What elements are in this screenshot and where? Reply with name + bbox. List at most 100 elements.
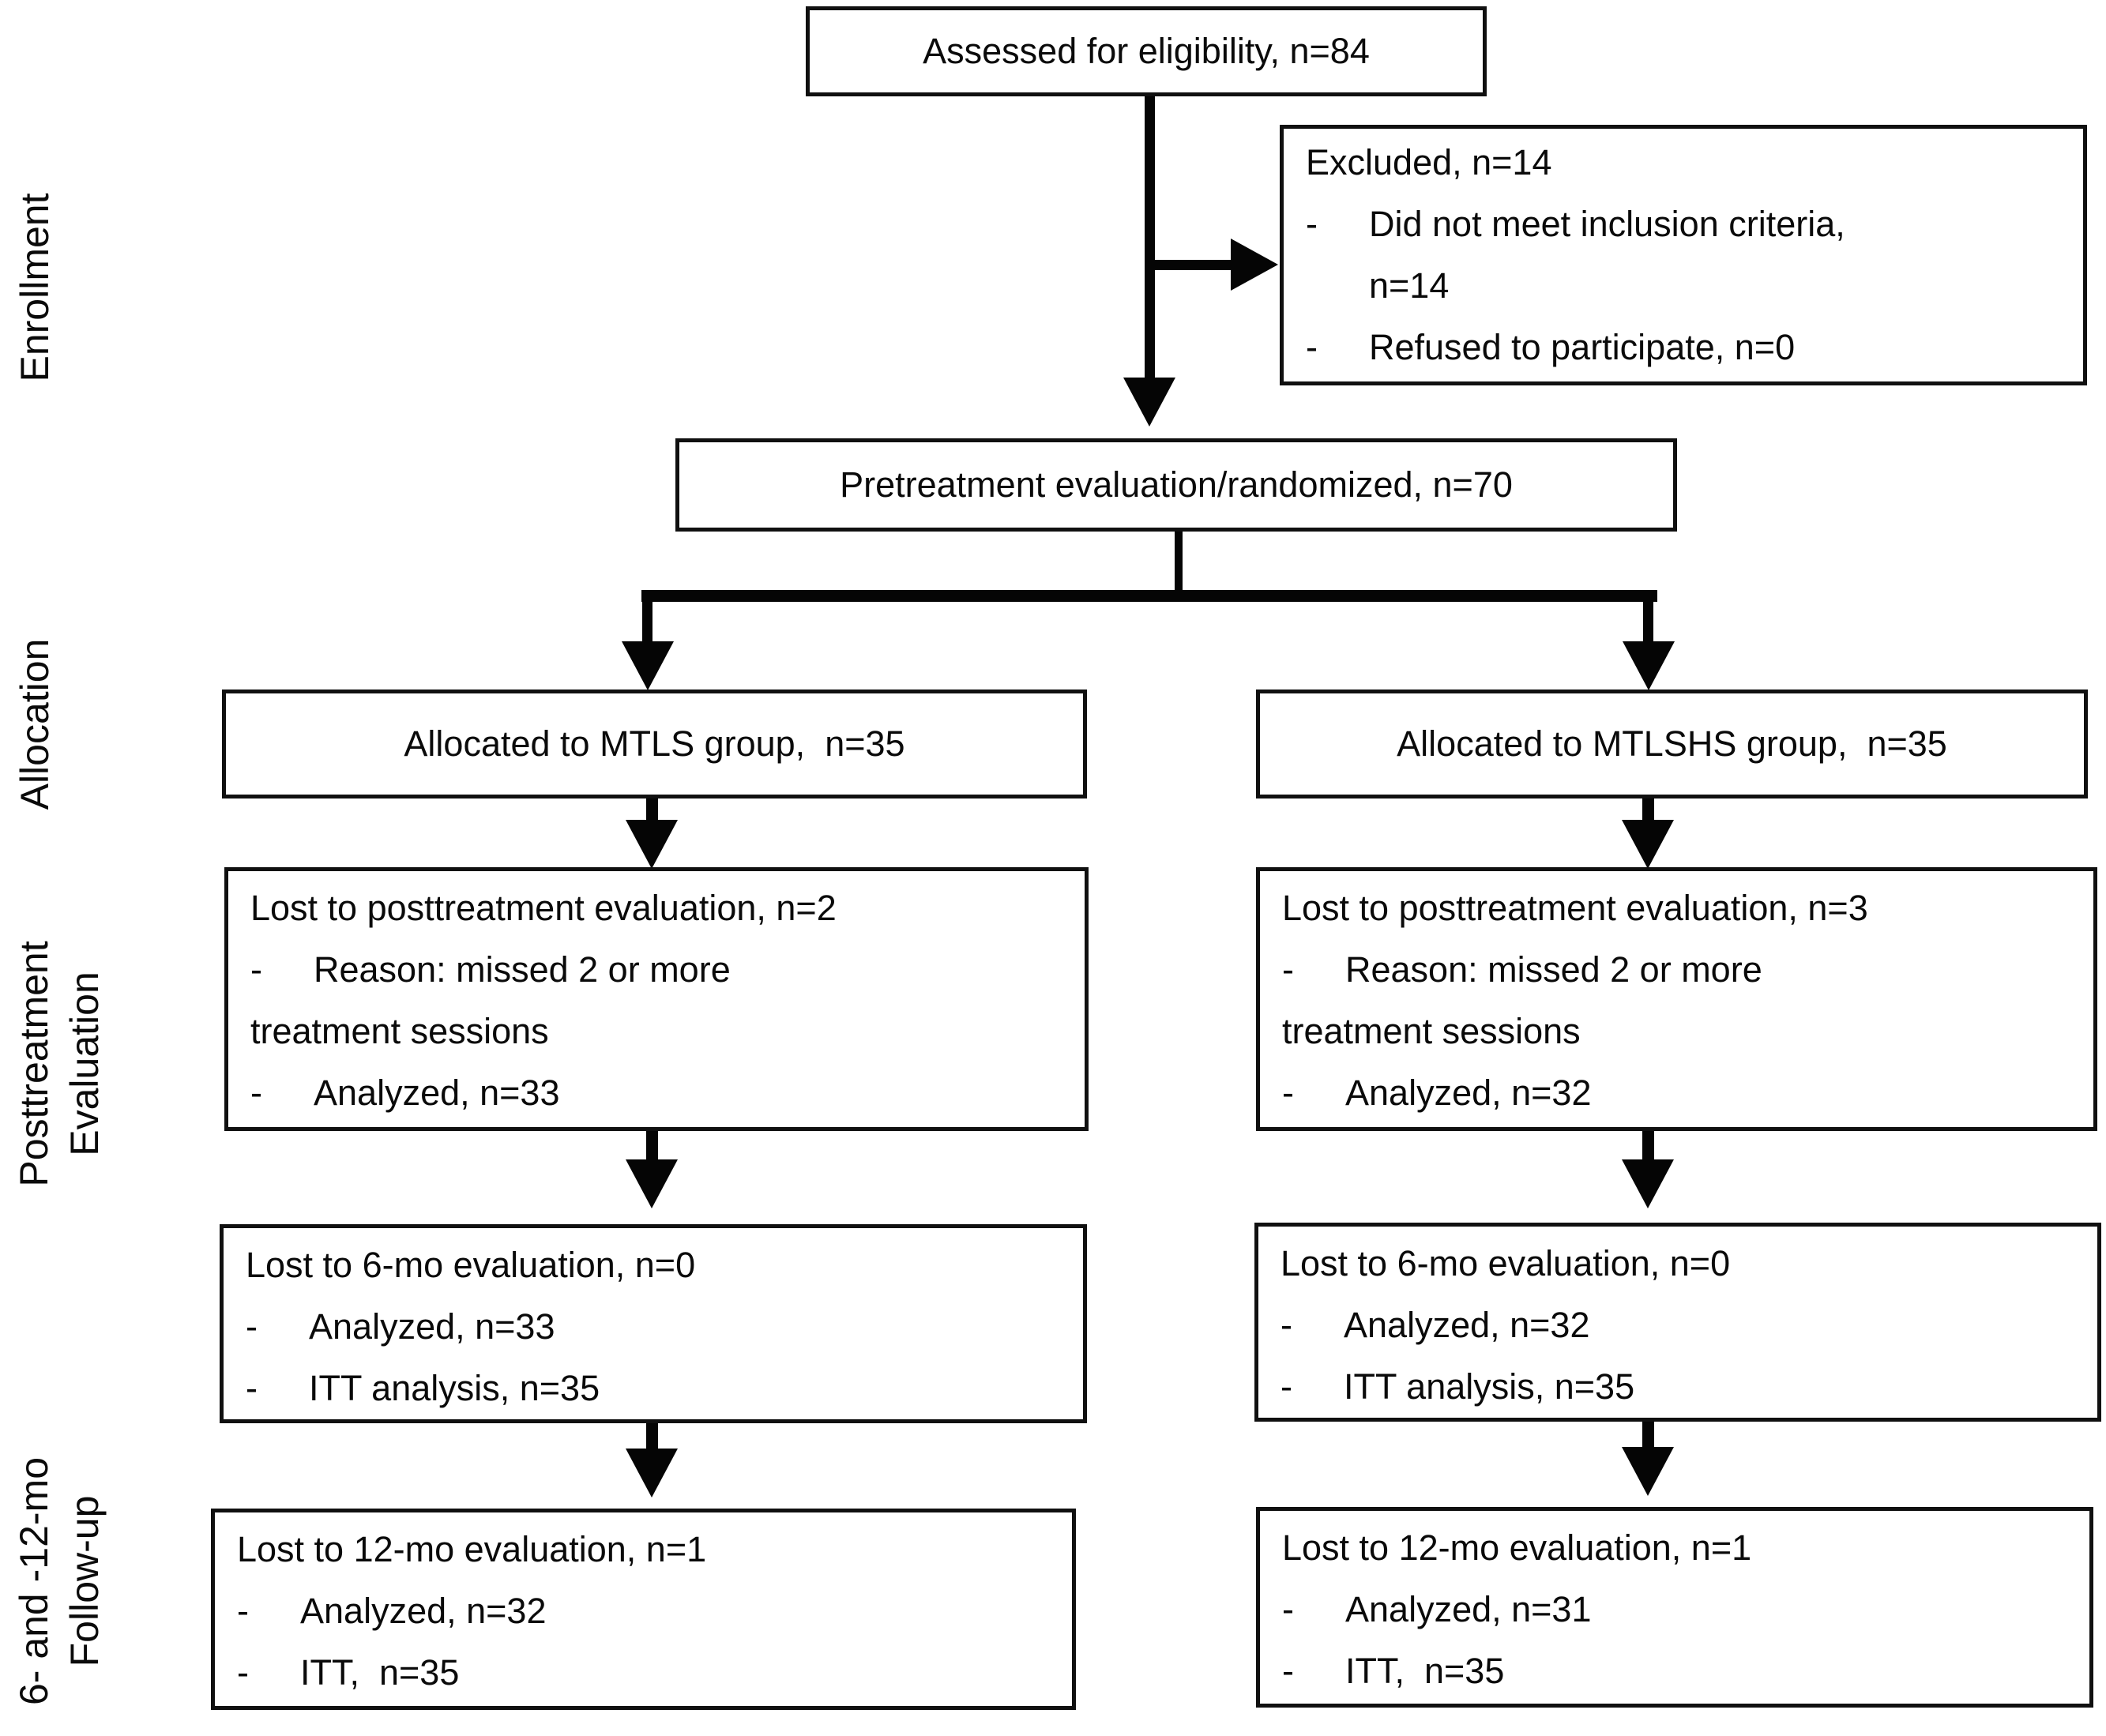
box-line: treatment sessions: [1282, 1001, 2079, 1062]
box-line: - ITT analysis, n=35: [246, 1358, 1069, 1419]
box-text: Allocated to MTLSHS group, n=35: [1397, 723, 1947, 764]
bullet-dash: -: [1282, 1073, 1294, 1113]
stage-label-text: Evaluation: [62, 971, 107, 1156]
box-line: - ITT, n=35: [1282, 1640, 2075, 1702]
arrow-to-mtls-allocation-stem: [642, 590, 652, 647]
box-line: Lost to posttreatment evaluation, n=3: [1282, 877, 2079, 939]
6mo-mtlshs-box: Lost to 6-mo evaluation, n=0 - Analyzed, …: [1254, 1223, 2101, 1422]
stage-label-text: 6- and -12-mo: [12, 1456, 56, 1706]
stage-label-enrollment: Enrollment: [9, 66, 60, 509]
pretreatment-randomized-box: Pretreatment evaluation/randomized, n=70: [675, 438, 1677, 532]
box-line: - Reason: missed 2 or more: [250, 939, 1070, 1001]
line-text: Lost to posttreatment evaluation, n=3: [1282, 888, 1868, 928]
line-text: Analyzed, n=32: [1345, 1073, 1592, 1113]
stage-label-posttreatment-evaluation: Posttreatment Evaluation: [9, 811, 110, 1317]
bullet-dash: -: [1282, 949, 1294, 990]
box-line: - Analyzed, n=31: [1282, 1579, 2075, 1640]
12mo-mtlshs-box: Lost to 12-mo evaluation, n=1 - Analyzed,…: [1256, 1507, 2093, 1708]
box-text: Assessed for eligibility, n=84: [923, 31, 1370, 71]
bullet-dash: -: [1306, 204, 1318, 244]
box-line: Lost to posttreatment evaluation, n=2: [250, 877, 1070, 939]
posttreatment-mtls-box: Lost to posttreatment evaluation, n=2 - R…: [224, 867, 1089, 1131]
arrow-mtlshs-6mo-to-12mo-head: [1622, 1447, 1674, 1496]
box-line: - Did not meet inclusion criteria,: [1306, 194, 2069, 255]
arrow-assessed-to-pretreatment-head: [1123, 378, 1175, 426]
arrow-mtls-6mo-to-12mo-stem: [646, 1423, 658, 1452]
arrow-to-excluded-head: [1231, 239, 1278, 291]
bullet-dash: -: [246, 1306, 258, 1347]
line-text: ITT analysis, n=35: [1344, 1366, 1635, 1407]
arrow-assessed-to-pretreatment-stem: [1145, 95, 1155, 379]
bullet-dash: -: [237, 1652, 249, 1693]
box-line: Lost to 6-mo evaluation, n=0: [1281, 1233, 2083, 1294]
bullet-dash: -: [1282, 1651, 1294, 1691]
arrow-mtlshs-6mo-to-12mo-stem: [1642, 1422, 1654, 1450]
box-line: - Analyzed, n=32: [1281, 1294, 2083, 1356]
line-text: Excluded, n=14: [1306, 142, 1552, 182]
bullet-dash: -: [246, 1368, 258, 1408]
arrow-mtlshs-alloc-to-post-stem: [1642, 798, 1654, 824]
arrow-mtlshs-post-to-6mo-head: [1622, 1159, 1674, 1208]
box-line: - Analyzed, n=33: [246, 1296, 1069, 1358]
bullet-dash: -: [1281, 1366, 1292, 1407]
box-line: - ITT, n=35: [237, 1642, 1058, 1704]
arrow-mtls-post-to-6mo-stem: [646, 1131, 658, 1163]
allocated-mtlshs-box: Allocated to MTLSHS group, n=35: [1256, 690, 2088, 798]
stage-label-text: Posttreatment: [12, 941, 56, 1187]
arrow-mtlshs-post-to-6mo-stem: [1642, 1131, 1654, 1163]
box-line: - Analyzed, n=32: [1282, 1062, 2079, 1124]
bullet-dash: -: [250, 1073, 262, 1113]
randomization-stem: [1175, 531, 1183, 596]
line-text: ITT, n=35: [1345, 1651, 1505, 1691]
box-line: Lost to 6-mo evaluation, n=0: [246, 1234, 1069, 1296]
line-text: Refused to participate, n=0: [1369, 327, 1796, 367]
line-text: n=14: [1369, 265, 1450, 306]
assessed-eligibility-box: Assessed for eligibility, n=84: [806, 6, 1487, 96]
arrow-mtls-alloc-to-post-head: [626, 820, 678, 869]
bullet-dash: -: [250, 949, 262, 990]
arrow-mtls-6mo-to-12mo-head: [626, 1449, 678, 1497]
6mo-mtls-box: Lost to 6-mo evaluation, n=0 - Analyzed, …: [220, 1224, 1087, 1423]
line-text: Analyzed, n=32: [300, 1591, 547, 1631]
randomization-split-bar: [641, 590, 1657, 602]
bullet-dash: -: [1282, 1589, 1294, 1629]
12mo-mtls-box: Lost to 12-mo evaluation, n=1 -Analyzed,…: [211, 1509, 1076, 1710]
line-text: Did not meet inclusion criteria,: [1369, 204, 1845, 244]
arrow-to-mtls-allocation-head: [622, 641, 674, 690]
bullet-dash: -: [1281, 1305, 1292, 1345]
box-line: -Refused to participate, n=0: [1306, 317, 2069, 378]
box-line: Excluded, n=14: [1306, 132, 2069, 194]
line-text: Analyzed, n=33: [309, 1306, 555, 1347]
line-text: Reason: missed 2 or more: [1345, 949, 1762, 990]
line-text: Analyzed, n=31: [1345, 1589, 1592, 1629]
arrow-to-mtlshs-allocation-stem: [1643, 590, 1653, 647]
allocated-mtls-box: Allocated to MTLS group, n=35: [222, 690, 1087, 798]
box-line: - Analyzed, n=33: [250, 1062, 1070, 1124]
arrow-mtls-alloc-to-post-stem: [646, 798, 658, 824]
box-line: treatment sessions: [250, 1001, 1070, 1062]
line-text: treatment sessions: [250, 1011, 549, 1051]
box-text: Allocated to MTLS group, n=35: [404, 723, 905, 764]
box-line: - ITT analysis, n=35: [1281, 1356, 2083, 1418]
line-text: Analyzed, n=33: [314, 1073, 560, 1113]
box-line: Lost to 12-mo evaluation, n=1: [237, 1519, 1058, 1580]
line-text: treatment sessions: [1282, 1011, 1581, 1051]
box-line: -Analyzed, n=32: [237, 1580, 1058, 1642]
arrow-mtlshs-alloc-to-post-head: [1622, 820, 1674, 869]
line-text: Lost to 12-mo evaluation, n=1: [237, 1529, 707, 1569]
line-text: Lost to 12-mo evaluation, n=1: [1282, 1527, 1752, 1568]
line-text: Lost to 6-mo evaluation, n=0: [1281, 1243, 1731, 1283]
line-text: ITT, n=35: [300, 1652, 460, 1693]
line-text: ITT analysis, n=35: [309, 1368, 600, 1408]
box-text: Pretreatment evaluation/randomized, n=70: [840, 464, 1513, 505]
stage-label-text: Follow-up: [62, 1495, 107, 1667]
line-text: Reason: missed 2 or more: [314, 949, 731, 990]
arrow-mtls-post-to-6mo-head: [626, 1159, 678, 1208]
box-line: Lost to 12-mo evaluation, n=1: [1282, 1517, 2075, 1579]
line-text: Lost to posttreatment evaluation, n=2: [250, 888, 837, 928]
line-text: Analyzed, n=32: [1344, 1305, 1590, 1345]
box-line: n=14: [1306, 255, 2069, 317]
arrow-to-mtlshs-allocation-head: [1623, 641, 1675, 690]
excluded-box: Excluded, n=14 - Did not meet inclusion c…: [1280, 125, 2087, 385]
